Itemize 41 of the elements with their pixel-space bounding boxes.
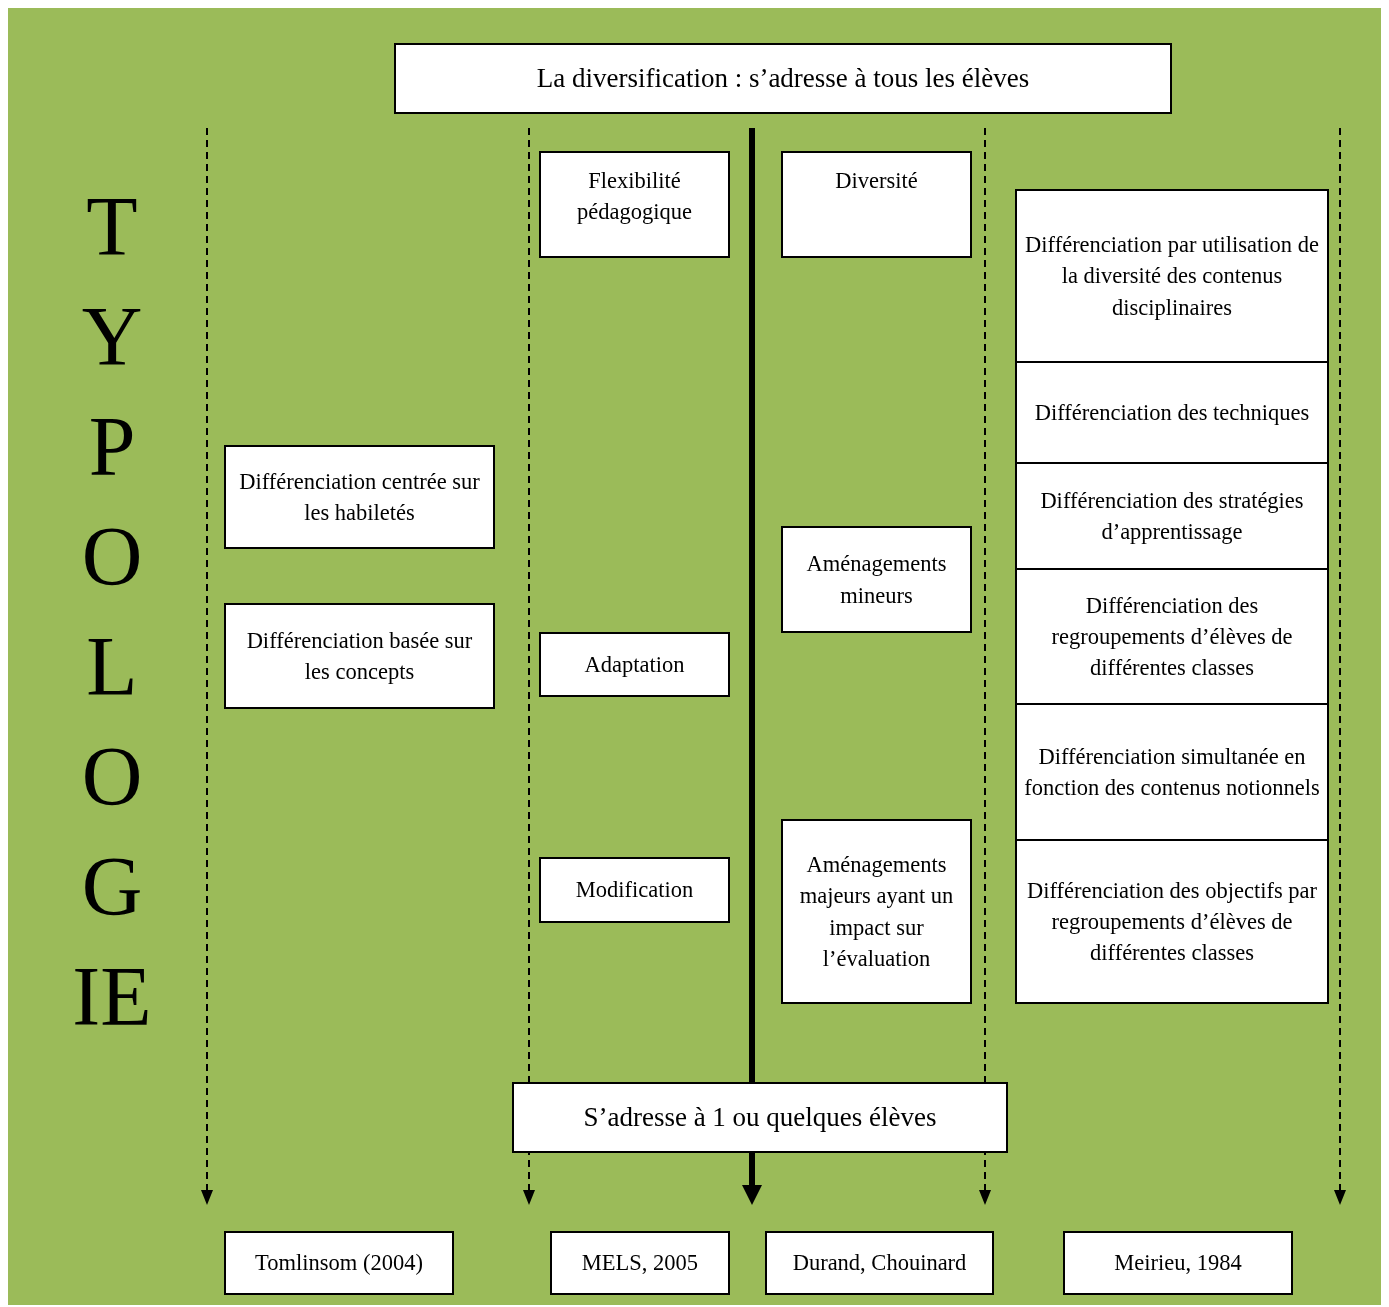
box-text: Différenciation des objectifs par regroupements d’élèves de différentes classes [1025,876,1319,967]
text-box [224,603,495,709]
text-box [781,819,972,1004]
text-box [1015,839,1329,1004]
text-box [550,1231,730,1295]
box-text: Différenciation basée sur les concepts [245,626,474,686]
box-text: Différenciation simultanée en fonction des contenus notionnels [1023,742,1321,802]
box-text: Tomlinsom (2004) [255,1249,423,1278]
text-box [1015,361,1329,464]
box-text: MELS, 2005 [581,1249,699,1278]
text-box [224,445,495,549]
text-box [539,151,730,258]
text-box [224,1231,454,1295]
text-box [1015,568,1329,705]
text-box [539,632,730,697]
box-text: Différenciation des regroupements d’élèves de différentes classes [1050,591,1294,682]
box-text: Différenciation des stratégies d’apprentissage [1039,486,1305,546]
box-text: Aménagements mineurs [805,550,948,610]
box-text: Adaptation [584,650,685,679]
text-box [1015,189,1329,363]
box-text: Aménagements majeurs ayant un impact sur l’évaluation [798,851,955,973]
text-box [781,151,972,258]
box-text: La diversification : s’adresse à tous les élèves [536,61,1030,95]
box-text: Différenciation des techniques [1034,398,1310,427]
vertical-title: TYPOLOGIE [71,179,153,1045]
text-box [394,43,1172,114]
text-box [539,857,730,923]
box-text: Différenciation centrée sur les habiletés [238,467,481,527]
box-text: Flexibilité pédagogique [576,167,693,227]
box-text: Diversité [835,167,918,195]
box-text: Différenciation par utilisation de la diversité des contenus disciplinaires [1024,231,1320,322]
box-text: Modification [575,876,694,905]
box-text: Meirieu, 1984 [1114,1249,1242,1278]
text-box [765,1231,994,1295]
text-box [781,526,972,633]
box-text: S’adresse à 1 ou quelques élèves [583,1100,937,1134]
text-box [512,1082,1008,1153]
box-text: Durand, Chouinard [792,1249,967,1278]
text-box [1015,703,1329,841]
text-box [1015,462,1329,570]
text-box [1063,1231,1293,1295]
